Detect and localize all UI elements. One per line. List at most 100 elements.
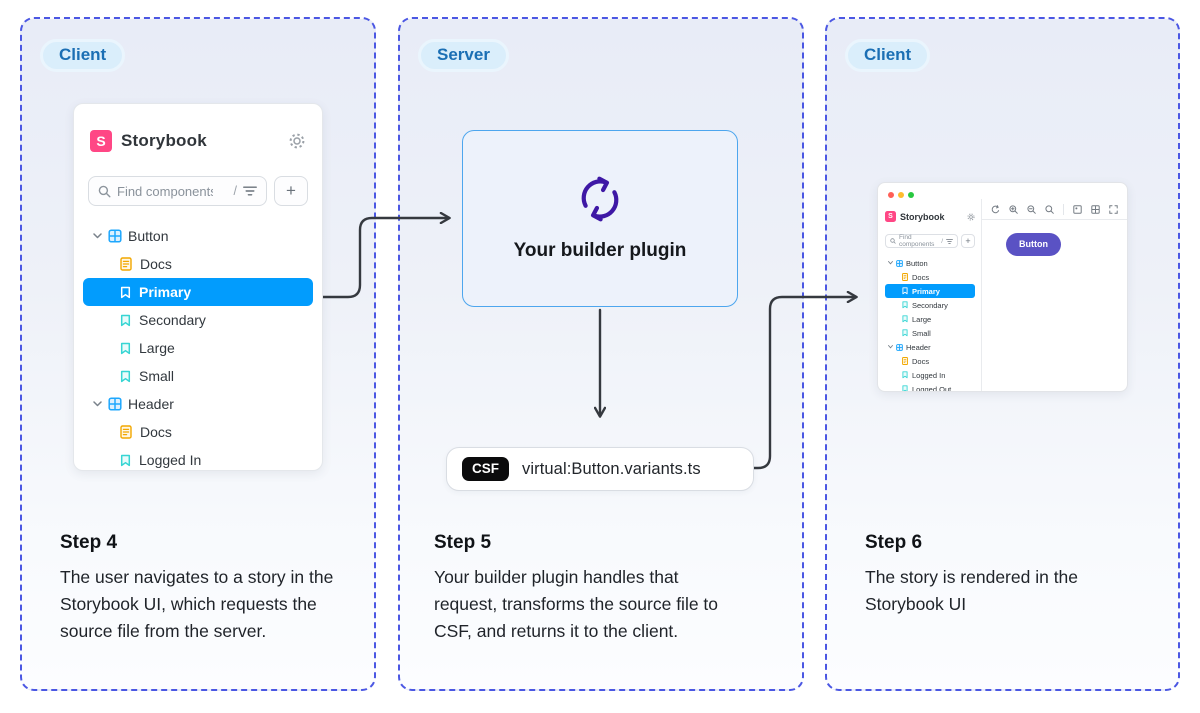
add-button[interactable]: + (961, 234, 975, 248)
search-shortcut: / (233, 184, 237, 198)
tree-row[interactable]: Secondary (83, 306, 313, 334)
tree-row-label: Button (906, 258, 928, 268)
storybook-logo: S (885, 211, 896, 222)
tree-row[interactable]: Large (885, 312, 975, 326)
tree-row-label: Logged Out (912, 384, 952, 392)
close-window-icon[interactable] (888, 192, 894, 198)
search-field[interactable] (117, 183, 213, 199)
step-4-caption: Step 4 The user navigates to a story in … (60, 532, 360, 645)
tree-row-label: Header (906, 342, 931, 352)
storybook-sidebar-card: S Storybook / (73, 103, 323, 471)
tree-row-label: Primary (139, 284, 192, 300)
zoom-window-icon[interactable] (908, 192, 914, 198)
tree-row-label: Small (912, 328, 931, 338)
step-body: Your builder plugin handles that request… (434, 567, 719, 641)
search-input[interactable]: / (88, 176, 267, 206)
minimize-window-icon[interactable] (898, 192, 904, 198)
tree-row[interactable]: Header (83, 390, 313, 418)
chevron-down-icon[interactable] (93, 401, 102, 407)
tree-row-label: Header (128, 396, 174, 412)
tree-row[interactable]: Logged In (83, 446, 313, 470)
docs-icon (902, 273, 908, 281)
gear-icon[interactable] (967, 212, 975, 221)
chevron-down-icon[interactable] (888, 261, 893, 265)
zoom-out-icon[interactable] (1027, 204, 1036, 214)
tree-row-label: Docs (912, 272, 930, 282)
story-icon (120, 454, 131, 467)
story-icon (902, 315, 908, 323)
storybook-brand: Storybook (900, 211, 945, 222)
tree-row[interactable]: Docs (885, 270, 975, 284)
tree-row[interactable]: Docs (83, 250, 313, 278)
component-icon (896, 259, 903, 267)
story-icon (902, 371, 908, 379)
chevron-down-icon[interactable] (888, 345, 893, 349)
tree-row-label: Secondary (912, 300, 948, 310)
grid-icon[interactable] (1091, 204, 1100, 214)
tree-row[interactable]: Primary (83, 278, 313, 306)
zoom-reset-icon[interactable] (1045, 204, 1054, 214)
search-input[interactable]: Find components / (885, 234, 958, 248)
tree-row-label: Large (139, 340, 175, 356)
story-icon (120, 314, 131, 327)
search-shortcut: / (941, 237, 943, 245)
tree-row-label: Primary (912, 286, 940, 296)
tree-row[interactable]: Logged In (885, 368, 975, 382)
tree-row-label: Logged In (139, 452, 202, 468)
window-titlebar (878, 183, 1127, 199)
tree-row[interactable]: Small (885, 326, 975, 340)
rendered-story-button[interactable]: Button (1006, 233, 1061, 256)
add-button[interactable]: + (274, 176, 308, 206)
tree-row-label: Small (139, 368, 175, 384)
gear-icon[interactable] (288, 132, 306, 150)
tree-row[interactable]: Small (83, 362, 313, 390)
background-icon[interactable] (1073, 204, 1082, 214)
step-body: The story is rendered in the Storybook U… (865, 567, 1079, 614)
zoom-in-icon[interactable] (1009, 204, 1018, 214)
canvas-toolbar (982, 199, 1127, 220)
client-badge: Client (845, 39, 931, 72)
tree-row-label: Button (128, 228, 169, 244)
sync-icon (577, 176, 623, 222)
remount-icon[interactable] (991, 204, 1000, 214)
tree-row[interactable]: Logged Out (885, 382, 975, 392)
tree-row[interactable]: Button (83, 222, 313, 250)
mini-storybook-window: S Storybook (877, 182, 1128, 392)
tree-row[interactable]: Header (885, 340, 975, 354)
storybook-logo: S (90, 130, 112, 152)
tree-row[interactable]: Large (83, 334, 313, 362)
tree-row-label: Docs (140, 256, 172, 272)
step-5-caption: Step 5 Your builder plugin handles that … (434, 532, 736, 645)
tree-row[interactable]: Docs (83, 418, 313, 446)
tree-row-label: Large (912, 314, 932, 324)
step-title: Step 4 (60, 532, 118, 553)
mini-component-tree: Button (885, 256, 975, 392)
story-icon (120, 342, 131, 355)
tree-row[interactable]: Button (885, 256, 975, 270)
chevron-down-icon[interactable] (93, 233, 102, 239)
docs-icon (120, 425, 132, 439)
step-body: The user navigates to a story in the Sto… (60, 567, 334, 641)
tree-row[interactable]: Primary (885, 284, 975, 298)
tree-row[interactable]: Docs (885, 354, 975, 368)
mini-sidebar: S Storybook (878, 199, 982, 391)
component-icon (896, 343, 903, 351)
component-tree: Button (74, 222, 322, 470)
expand-icon[interactable] (1109, 204, 1118, 214)
filter-icon[interactable] (243, 186, 257, 196)
story-icon (120, 286, 131, 299)
component-icon (108, 229, 122, 243)
docs-icon (120, 257, 132, 271)
search-icon (98, 185, 111, 198)
filter-icon[interactable] (946, 238, 953, 244)
step-6-caption: Step 6 The story is rendered in the Stor… (865, 532, 1133, 618)
csf-file-pill: CSF virtual:Button.variants.ts (446, 447, 754, 491)
csf-badge: CSF (462, 457, 509, 481)
story-icon (902, 385, 908, 391)
docs-icon (902, 357, 908, 365)
mini-canvas: Button (982, 199, 1127, 391)
story-icon (902, 329, 908, 337)
client-badge: Client (40, 39, 126, 72)
tree-row-label: Logged In (912, 370, 946, 380)
tree-row[interactable]: Secondary (885, 298, 975, 312)
